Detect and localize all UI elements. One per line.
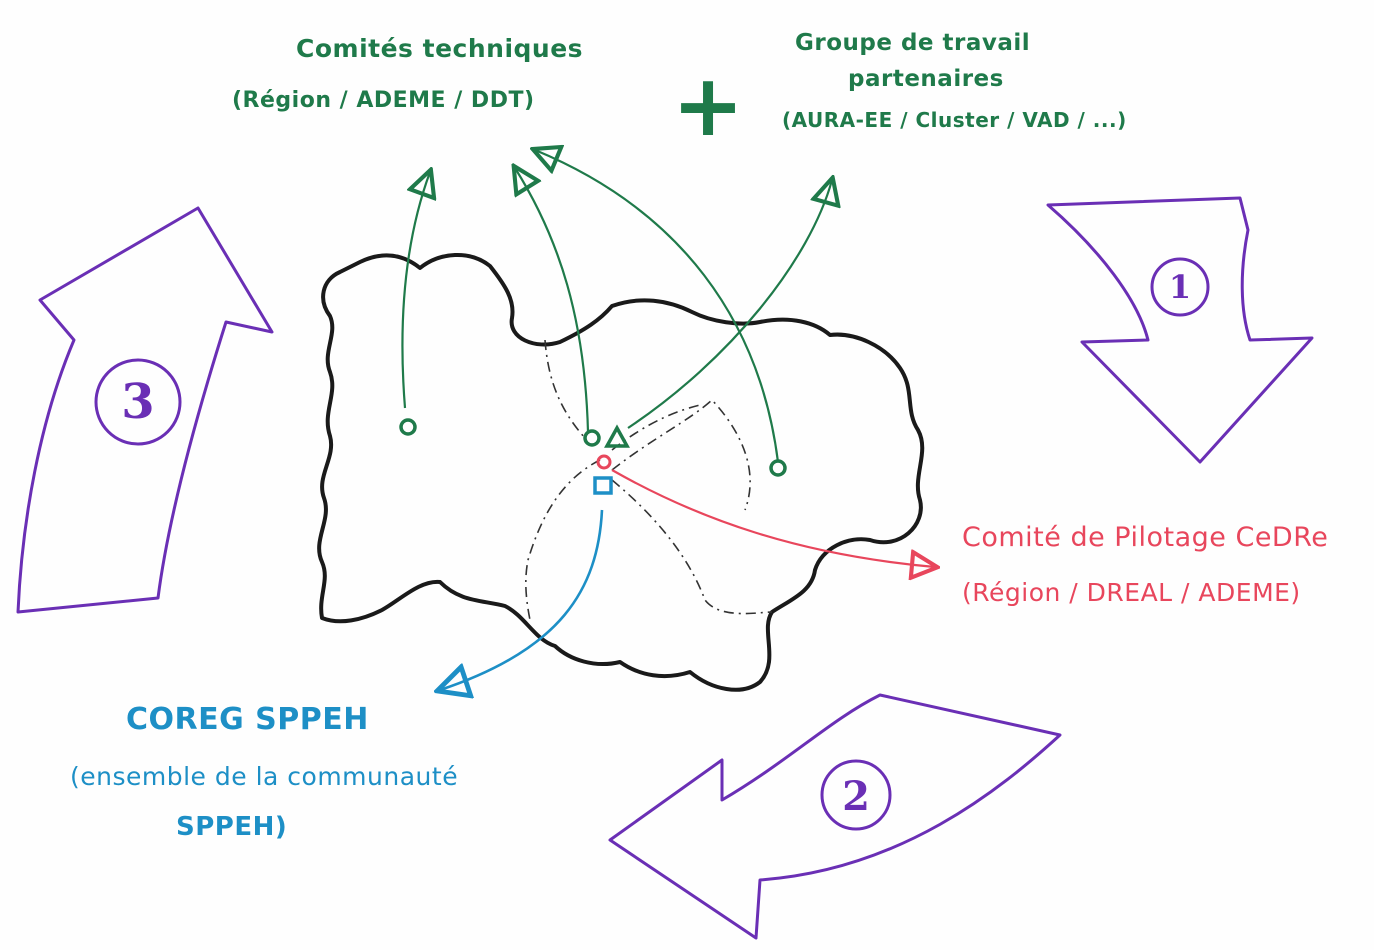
coreg-line-3: SPPEH) [176,812,288,842]
green-circle-east [769,459,787,477]
step-3-number: 3 [121,374,154,430]
green-arrows [401,150,832,463]
step-1-number: 1 [1169,268,1191,306]
region-map-outline [317,253,925,692]
red-circle-center [596,454,612,470]
coreg-line-2: (ensemble de la communauté [70,762,459,791]
step-1-circle [1150,257,1210,317]
green-circle-west [399,418,417,436]
step-2-number: 2 [842,773,870,820]
groupe-subtitle: (AURA-EE / Cluster / VAD / ...) [782,108,1127,132]
blue-arrow [440,509,604,690]
pilotage-subtitle: (Région / DREAL / ADEME) [962,578,1301,607]
blue-square-center [593,476,613,495]
cycle-arrow-3 [16,206,274,614]
comites-subtitle: (Région / ADEME / DDT) [232,88,535,113]
pilotage-title: Comité de Pilotage CeDRe [962,522,1329,553]
groupe-line-2: partenaires [848,66,1004,92]
plus-sign: + [672,56,744,156]
comites-title: Comités techniques [296,34,584,63]
cycle-arrow-2 [608,693,1062,940]
groupe-line-1: Groupe de travail [795,30,1031,56]
coreg-title: COREG SPPEH [126,702,369,737]
green-circle-center [583,429,601,447]
red-arrow [611,469,935,567]
department-boundaries [525,339,773,621]
step-3-circle [94,358,182,446]
cycle-arrow-1 [1046,196,1314,464]
green-triangle-center [604,424,630,448]
step-2-circle [820,759,892,831]
